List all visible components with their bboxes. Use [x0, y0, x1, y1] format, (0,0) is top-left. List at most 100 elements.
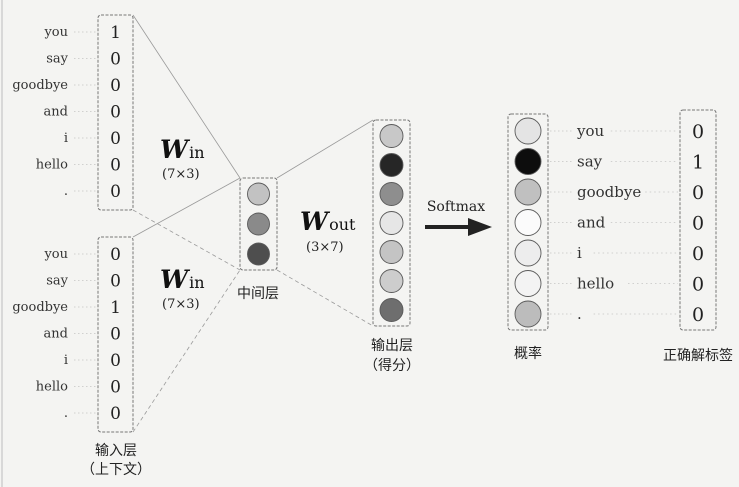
- w-in-dims: (7×3): [162, 297, 200, 312]
- score-node: [379, 240, 404, 264]
- probability-node: [514, 270, 542, 297]
- w-out-symbol: W: [300, 207, 331, 236]
- correct-label-vector: 0 1 0 0 0 0 0: [679, 109, 717, 331]
- vocab-word: say: [577, 153, 603, 171]
- hidden-layer: [239, 177, 278, 271]
- one-hot-value: 0: [110, 182, 121, 202]
- w-in-symbol: W: [160, 265, 191, 294]
- vocab-word: goodbye: [12, 78, 68, 93]
- vocab-word: and: [577, 214, 606, 232]
- probability-node: [514, 300, 542, 328]
- one-hot-value: 0: [110, 404, 121, 424]
- correct-label-value: 0: [692, 182, 704, 204]
- w-out-subscript: out: [329, 215, 356, 234]
- vocab-word: and: [44, 327, 68, 342]
- vocab-word: say: [46, 52, 68, 67]
- w-in-label-bottom: Win (7×3): [160, 265, 205, 312]
- projection-line: [276, 269, 374, 327]
- w-in-subscript: in: [189, 143, 204, 162]
- correct-label-value: 0: [692, 243, 704, 265]
- arrow-head: [468, 218, 492, 236]
- one-hot-value: 1: [110, 23, 121, 43]
- softmax-label: Softmax: [427, 199, 485, 215]
- one-hot-value: 0: [110, 351, 121, 371]
- input-vector-box: [97, 14, 134, 211]
- hidden-node: [247, 242, 270, 266]
- score-node: [379, 182, 404, 206]
- score-node: [379, 298, 404, 322]
- hidden-node: [247, 182, 270, 206]
- projection-line: [132, 177, 241, 238]
- softmax-arrow: [425, 218, 492, 236]
- vocab-word: .: [577, 305, 582, 323]
- projection-line: [276, 119, 374, 179]
- output-layer-label: 输出层: [371, 338, 413, 354]
- input-layer-sublabel: （上下文）: [81, 462, 151, 478]
- vocab-word: you: [43, 247, 68, 262]
- vocab-word: and: [44, 105, 68, 120]
- vocab-word: .: [64, 406, 68, 421]
- probability-node: [514, 178, 542, 206]
- arrow-shaft: [425, 225, 470, 229]
- one-hot-value: 0: [110, 129, 121, 149]
- correct-label-value: 1: [692, 152, 704, 174]
- vocab-word: you: [43, 25, 68, 40]
- vocab-word: i: [577, 244, 582, 262]
- probability-node: [514, 209, 542, 236]
- probability-node: [514, 117, 542, 145]
- vocab-word: you: [576, 122, 605, 140]
- output-layer-box: [372, 119, 411, 327]
- correct-label-value: 0: [692, 121, 704, 143]
- output-layer-sublabel: （得分）: [364, 357, 420, 374]
- projection-line: [132, 14, 241, 179]
- vocab-word: say: [46, 274, 68, 289]
- score-node: [379, 153, 404, 177]
- vocab-word: hello: [36, 380, 68, 395]
- one-hot-value: 1: [110, 298, 121, 318]
- probability-box: [507, 113, 549, 331]
- score-node: [379, 124, 404, 148]
- vocab-word: .: [64, 184, 68, 199]
- input-layer-label: 输入层: [95, 443, 137, 459]
- hidden-layer-box: [239, 177, 278, 271]
- w-in-dims: (7×3): [162, 167, 200, 182]
- hidden-layer-label: 中间层: [237, 286, 279, 302]
- one-hot-value: 0: [110, 50, 121, 70]
- vocab-word: goodbye: [577, 183, 641, 201]
- vocab-word: i: [64, 353, 68, 368]
- correct-label-value: 0: [692, 304, 704, 326]
- projection-line: [132, 269, 241, 433]
- correct-label-title: 正确解标签: [663, 347, 733, 364]
- w-out-label: Wout (3×7): [300, 207, 356, 255]
- one-hot-value: 0: [110, 325, 121, 345]
- one-hot-value: 0: [110, 378, 121, 398]
- probability-layer: [507, 113, 549, 331]
- one-hot-value: 0: [110, 245, 121, 265]
- projection-line: [132, 209, 241, 271]
- score-node: [379, 269, 404, 293]
- input-vector-box: [97, 236, 134, 433]
- w-in-label-top: Win (7×3): [160, 135, 205, 182]
- w-out-dims: (3×7): [306, 240, 344, 255]
- probability-label: 概率: [514, 345, 542, 362]
- svg-text:Win: Win: [160, 135, 205, 164]
- hidden-node: [247, 212, 270, 236]
- one-hot-value: 0: [110, 156, 121, 176]
- svg-text:Wout: Wout: [300, 207, 356, 236]
- vocab-word: i: [64, 131, 68, 146]
- correct-label-value: 0: [692, 213, 704, 235]
- svg-text:Win: Win: [160, 265, 205, 294]
- projection-lines: [132, 14, 374, 433]
- w-in-subscript: in: [189, 273, 204, 292]
- w-in-symbol: W: [160, 135, 191, 164]
- output-layer: [372, 119, 411, 327]
- vocab-word: goodbye: [12, 300, 68, 315]
- one-hot-value: 0: [110, 103, 121, 123]
- score-node: [379, 211, 404, 235]
- correct-label-value: 0: [692, 274, 704, 296]
- one-hot-value: 0: [110, 76, 121, 96]
